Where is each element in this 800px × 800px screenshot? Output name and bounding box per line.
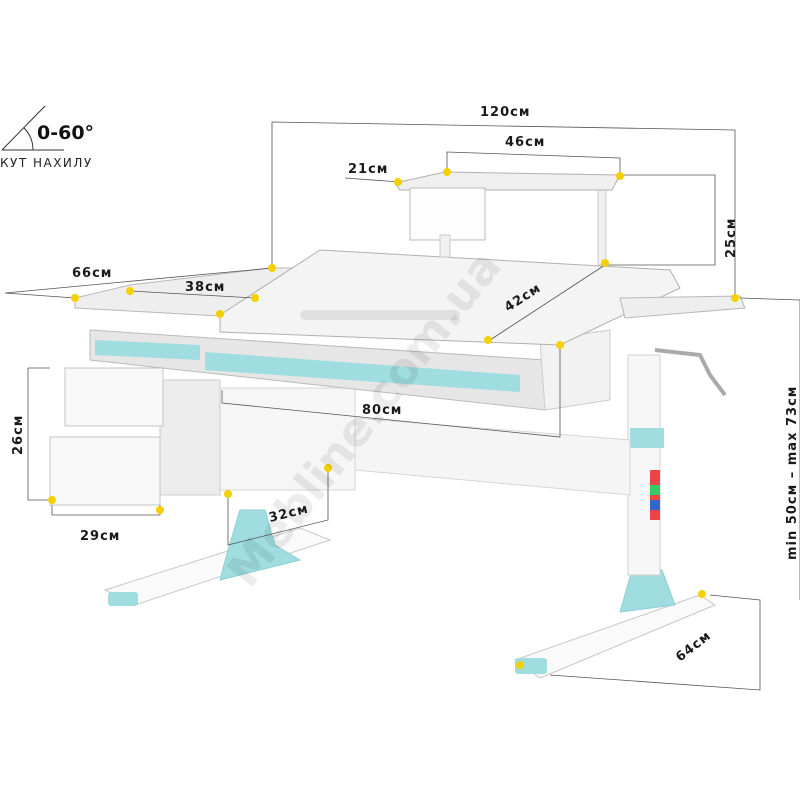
label-base-depth: 64см: [673, 628, 714, 665]
label-height-range: min 50см – max 73см: [785, 386, 800, 560]
label-tilt-top-width: 80см: [362, 403, 402, 418]
upper-drawer: [64, 367, 164, 427]
label-shelf-depth: 21см: [348, 162, 388, 177]
label-shelf-width: 46см: [505, 135, 545, 150]
label-total-depth: 66см: [72, 266, 112, 281]
lower-drawer: [49, 436, 161, 506]
desk: [49, 171, 746, 679]
tilt-angle-caption: КУТ НАХИЛУ: [0, 156, 93, 170]
label-shelf-height: 25см: [724, 218, 739, 258]
label-total-width: 120см: [480, 105, 530, 120]
label-drawer-width: 29см: [80, 529, 120, 544]
measurement-markers: [48, 168, 739, 669]
label-side-depth: 38см: [185, 280, 225, 295]
label-drawer-height: 26см: [11, 415, 26, 455]
dimension-lines: [4, 121, 800, 691]
tilt-angle-value: 0-60°: [37, 122, 94, 144]
tilt-angle-icon: [1, 105, 64, 151]
